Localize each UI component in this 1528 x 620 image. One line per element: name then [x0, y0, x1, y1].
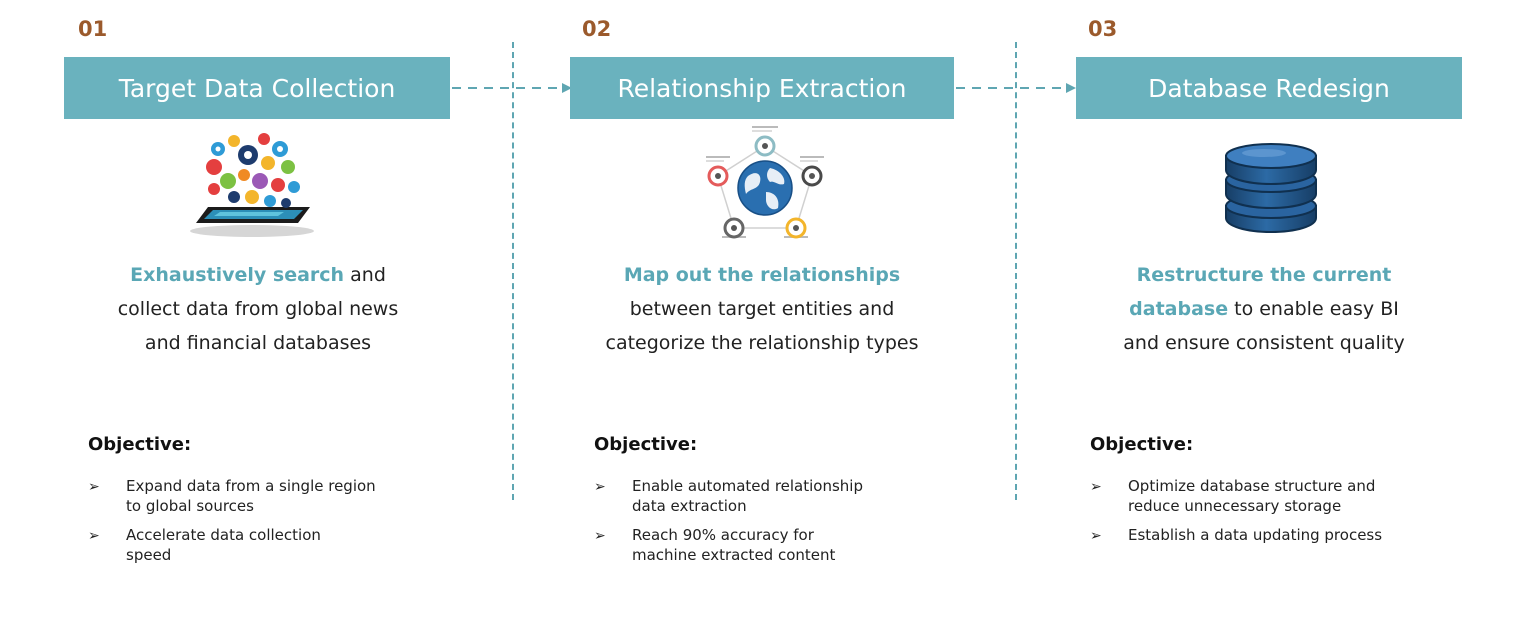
- step-number: 01: [78, 17, 107, 41]
- objective-list: ➢ Expand data from a single region to gl…: [84, 476, 444, 574]
- step-description: Exhaustively search and collect data fro…: [58, 258, 458, 360]
- objective-item: ➢ Expand data from a single region to gl…: [84, 476, 444, 516]
- objective-text: Accelerate data collection: [126, 525, 444, 545]
- objective-item: ➢ Optimize database structure and reduce…: [1086, 476, 1446, 516]
- step-number: 03: [1088, 17, 1117, 41]
- objective-item: ➢ Reach 90% accuracy for machine extract…: [590, 525, 950, 565]
- divider-line-1: [512, 42, 514, 500]
- objective-list: ➢ Enable automated relationship data ext…: [590, 476, 950, 574]
- description-highlight: database: [1129, 298, 1228, 320]
- objective-heading: Objective:: [88, 434, 191, 455]
- objective-text: Expand data from a single region: [126, 476, 444, 496]
- description-text: between target entities and: [562, 292, 962, 326]
- description-highlight: Map out the relationships: [562, 258, 962, 292]
- bullet-arrow-icon: ➢: [1090, 526, 1102, 546]
- objective-text: Enable automated relationship: [632, 476, 950, 496]
- bullet-arrow-icon: ➢: [88, 477, 100, 497]
- objective-item: ➢ Accelerate data collection speed: [84, 525, 444, 565]
- step-title-banner: Target Data Collection: [64, 57, 450, 119]
- arrow-connector-1: [450, 80, 574, 96]
- bullet-arrow-icon: ➢: [88, 526, 100, 546]
- objective-list: ➢ Optimize database structure and reduce…: [1086, 476, 1446, 554]
- objective-text: machine extracted content: [632, 545, 950, 565]
- bullet-arrow-icon: ➢: [594, 477, 606, 497]
- step-number: 02: [582, 17, 611, 41]
- objective-text: Reach 90% accuracy for: [632, 525, 950, 545]
- objective-item: ➢ Establish a data updating process: [1086, 525, 1446, 545]
- step-description: Map out the relationships between target…: [562, 258, 962, 360]
- description-text: and financial databases: [58, 326, 458, 360]
- step-title-banner: Database Redesign: [1076, 57, 1462, 119]
- description-text: and: [344, 264, 386, 286]
- arrow-connector-2: [954, 80, 1078, 96]
- objective-text: reduce unnecessary storage: [1128, 496, 1446, 516]
- bullet-arrow-icon: ➢: [594, 526, 606, 546]
- description-text: to enable easy BI: [1228, 298, 1399, 320]
- objective-text: Optimize database structure and: [1128, 476, 1446, 496]
- objective-text: speed: [126, 545, 444, 565]
- objective-text: Establish a data updating process: [1128, 525, 1446, 545]
- smartphone-apps-icon: [184, 125, 320, 243]
- description-text: collect data from global news: [58, 292, 458, 326]
- bullet-arrow-icon: ➢: [1090, 477, 1102, 497]
- globe-network-icon: [700, 124, 830, 244]
- objective-item: ➢ Enable automated relationship data ext…: [590, 476, 950, 516]
- description-highlight: Exhaustively search: [130, 264, 344, 286]
- objective-heading: Objective:: [594, 434, 697, 455]
- step-description: Restructure the current database to enab…: [1064, 258, 1464, 360]
- description-text: categorize the relationship types: [562, 326, 962, 360]
- description-text: and ensure consistent quality: [1064, 326, 1464, 360]
- objective-text: to global sources: [126, 496, 444, 516]
- description-highlight: Restructure the current: [1064, 258, 1464, 292]
- objective-heading: Objective:: [1090, 434, 1193, 455]
- objective-text: data extraction: [632, 496, 950, 516]
- step-title-banner: Relationship Extraction: [570, 57, 954, 119]
- divider-line-2: [1015, 42, 1017, 500]
- database-icon: [1224, 142, 1318, 234]
